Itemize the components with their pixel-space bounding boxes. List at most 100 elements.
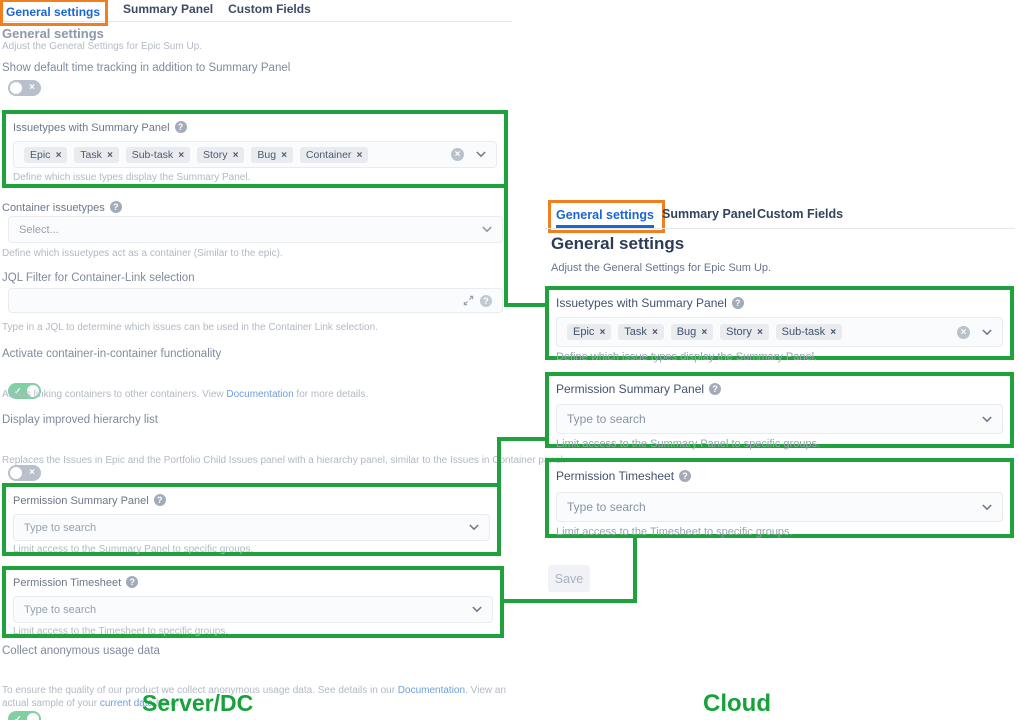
- issuetype-tag[interactable]: Epic: [567, 324, 612, 340]
- tag-label: Bug: [257, 148, 277, 161]
- issuetypes-help: Define which issue types display the Sum…: [556, 351, 818, 363]
- tag-label: Epic: [573, 326, 595, 338]
- permission-summary-help: Limit access to the Summary Panel to spe…: [13, 544, 254, 555]
- cloud-page-title: General settings: [551, 234, 685, 253]
- permission-summary-help: Limit access to the Summary Panel to spe…: [556, 438, 821, 450]
- remove-tag-icon[interactable]: [178, 149, 184, 161]
- issuetype-tag[interactable]: Story: [720, 324, 769, 340]
- tag-label: Story: [726, 326, 752, 338]
- help-question-icon[interactable]: [709, 383, 722, 395]
- tag-label: Task: [624, 326, 647, 338]
- permission-summary-select[interactable]: Type to search: [556, 404, 1003, 434]
- usage-data-toggle[interactable]: [8, 711, 41, 720]
- help-question-icon[interactable]: [126, 576, 139, 588]
- connector-line-issuetypes-vertical: [504, 186, 508, 307]
- help-question-icon[interactable]: [679, 470, 692, 482]
- tag-label: Sub-task: [131, 148, 174, 161]
- help-text: here.: [153, 698, 179, 709]
- chevron-down-icon[interactable]: [469, 524, 479, 531]
- chevron-down-icon[interactable]: [982, 503, 992, 511]
- connector-line-permission-summary-horizontal: [497, 437, 545, 441]
- issuetypes-label: Issuetypes with Summary Panel: [556, 296, 727, 310]
- chevron-down-icon[interactable]: [482, 226, 492, 233]
- issuetype-tag[interactable]: Task: [618, 324, 664, 340]
- remove-tag-icon[interactable]: [757, 326, 763, 338]
- highlight-box-cloud-active-tab: General settings: [548, 200, 665, 233]
- chevron-down-icon[interactable]: [472, 606, 482, 613]
- save-button[interactable]: Save: [548, 565, 590, 592]
- toggle-knob: [10, 82, 22, 94]
- connector-line-permission-timesheet-horizontal: [504, 599, 637, 603]
- server-tab-general-settings[interactable]: General settings: [6, 5, 101, 19]
- cloud-tab-general-settings[interactable]: General settings: [556, 208, 654, 228]
- issuetype-tag[interactable]: Bug: [670, 324, 714, 340]
- remove-tag-icon[interactable]: [599, 326, 605, 338]
- documentation-link[interactable]: Documentation: [397, 685, 466, 696]
- issuetype-tag[interactable]: Task: [74, 146, 119, 163]
- chevron-down-icon[interactable]: [982, 328, 992, 336]
- issuetype-tag[interactable]: Story: [197, 146, 245, 163]
- time-tracking-toggle[interactable]: [8, 80, 41, 96]
- jql-filter-label: JQL Filter for Container-Link selection: [2, 272, 195, 284]
- clear-all-icon[interactable]: [957, 325, 970, 339]
- hierarchy-list-toggle[interactable]: [8, 465, 41, 481]
- highlight-box-server-active-tab: General settings: [0, 0, 109, 26]
- remove-tag-icon[interactable]: [107, 149, 113, 161]
- server-dc-panel: General settings Summary Panel Custom Fi…: [0, 0, 514, 720]
- server-page-subtitle: Adjust the General Settings for Epic Sum…: [2, 41, 203, 52]
- help-question-icon[interactable]: [109, 201, 122, 213]
- permission-summary-label: Permission Summary Panel: [13, 495, 149, 507]
- issuetypes-multiselect[interactable]: Epic Task Sub-task Story Bug Container: [13, 141, 497, 168]
- help-question-icon[interactable]: [480, 294, 492, 307]
- documentation-link[interactable]: Documentation: [226, 389, 294, 400]
- cloud-page-subtitle: Adjust the General Settings for Epic Sum…: [551, 262, 772, 274]
- permission-timesheet-help: Limit access to the Timesheet to specifi…: [13, 626, 229, 637]
- container-in-container-toggle[interactable]: [8, 383, 41, 399]
- server-dc-caption: Server/DC: [142, 690, 254, 716]
- remove-tag-icon[interactable]: [356, 149, 362, 161]
- container-issuetypes-select[interactable]: Select...: [8, 216, 503, 243]
- chevron-down-icon[interactable]: [476, 151, 486, 158]
- issuetypes-multiselect[interactable]: Epic Task Bug Story Sub-task: [556, 317, 1003, 347]
- remove-tag-icon[interactable]: [652, 326, 658, 338]
- permission-timesheet-select[interactable]: Type to search: [556, 492, 1003, 522]
- issuetype-tag[interactable]: Container: [299, 146, 369, 163]
- issuetype-tag[interactable]: Bug: [251, 146, 293, 163]
- server-tab-custom-fields[interactable]: Custom Fields: [228, 2, 311, 16]
- remove-tag-icon[interactable]: [701, 326, 707, 338]
- server-tab-summary-panel[interactable]: Summary Panel: [123, 2, 214, 16]
- permission-summary-select[interactable]: Type to search: [13, 514, 490, 541]
- clear-all-icon[interactable]: [451, 148, 464, 161]
- help-question-icon[interactable]: [174, 121, 187, 133]
- remove-tag-icon[interactable]: [281, 149, 287, 161]
- remove-tag-icon[interactable]: [233, 149, 239, 161]
- tag-label: Container: [305, 148, 352, 161]
- issuetype-tag[interactable]: Sub-task: [775, 324, 842, 340]
- issuetype-tag[interactable]: Sub-task: [125, 146, 190, 163]
- chevron-down-icon[interactable]: [982, 415, 992, 423]
- connector-line-issuetypes-horizontal: [504, 303, 545, 307]
- hierarchy-list-label: Display improved hierarchy list: [2, 414, 158, 426]
- cloud-tab-summary-panel[interactable]: Summary Panel: [662, 207, 756, 221]
- server-tabs-row: General settings Summary Panel Custom Fi…: [0, 0, 512, 26]
- issuetype-tag[interactable]: Epic: [24, 146, 68, 163]
- toggle-knob: [27, 713, 39, 720]
- cloud-tab-custom-fields[interactable]: Custom Fields: [757, 207, 844, 221]
- current-data-link[interactable]: current data: [99, 698, 154, 709]
- permission-timesheet-select[interactable]: Type to search: [13, 596, 493, 623]
- remove-tag-icon[interactable]: [830, 326, 836, 338]
- expand-icon[interactable]: [463, 295, 474, 306]
- highlight-box-server-permission-summary: Permission Summary Panel Type to search …: [2, 483, 501, 556]
- tag-label: Sub-task: [781, 326, 826, 338]
- jql-filter-input[interactable]: [8, 288, 503, 313]
- container-issuetypes-label: Container issuetypes: [2, 202, 105, 214]
- select-placeholder: Type to search: [24, 603, 97, 616]
- remove-tag-icon[interactable]: [55, 149, 61, 161]
- help-text: Allows linking containers to other conta…: [2, 389, 227, 400]
- permission-timesheet-help: Limit access to the Timesheet to specifi…: [556, 526, 793, 538]
- hierarchy-list-help: Replaces the Issues in Epic and the Port…: [2, 455, 566, 466]
- help-question-icon[interactable]: [731, 297, 744, 309]
- help-text: for more details.: [293, 389, 369, 400]
- help-question-icon[interactable]: [153, 494, 166, 506]
